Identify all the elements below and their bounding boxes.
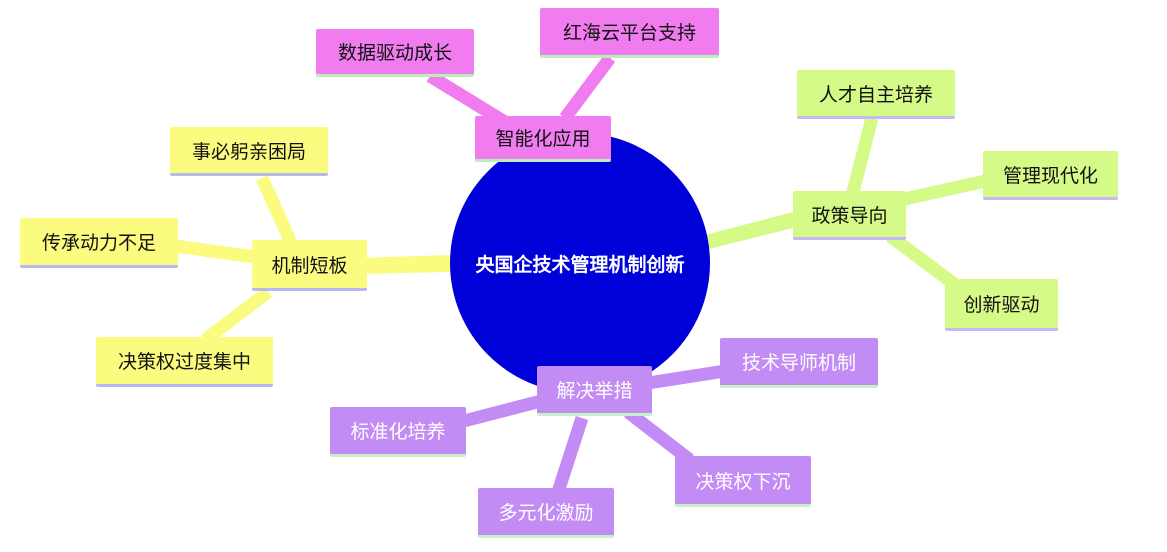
edge-smart-data-growth xyxy=(426,70,509,128)
edge-mechanism-inheritance xyxy=(174,239,263,265)
edge-mechanism-decision xyxy=(201,286,272,346)
edge-center-policy xyxy=(705,209,805,250)
branch-solution[interactable]: 解决举措 xyxy=(537,366,652,416)
branch-mechanism[interactable]: 机制短板 xyxy=(252,240,367,291)
edge-smart-cloud xyxy=(559,54,616,122)
node-talent-training[interactable]: 人才自主培养 xyxy=(797,70,955,119)
edge-solution-standard xyxy=(458,393,547,429)
node-decision-decentralize[interactable]: 决策权下沉 xyxy=(675,456,811,507)
node-cloud-support[interactable]: 红海云平台支持 xyxy=(540,8,719,58)
node-mentor-mechanism[interactable]: 技术导师机制 xyxy=(720,338,878,388)
edge-center-mechanism xyxy=(360,255,450,274)
node-overwork-dilemma[interactable]: 事必躬亲困局 xyxy=(170,127,328,176)
edge-policy-talent xyxy=(845,116,879,198)
edge-policy-modern xyxy=(898,173,992,207)
node-management-modern[interactable]: 管理现代化 xyxy=(983,151,1118,200)
node-standard-training[interactable]: 标准化培养 xyxy=(330,407,466,457)
branch-smart[interactable]: 智能化应用 xyxy=(475,116,611,162)
node-diverse-incentive[interactable]: 多元化激励 xyxy=(478,488,614,538)
edge-solution-incentive xyxy=(551,415,589,495)
branch-policy[interactable]: 政策导向 xyxy=(793,191,906,240)
edge-solution-decentralize xyxy=(624,406,694,466)
center-topic[interactable]: 央国企技术管理机制创新 xyxy=(450,133,710,393)
node-data-growth[interactable]: 数据驱动成长 xyxy=(316,29,474,77)
node-inheritance-lack[interactable]: 传承动力不足 xyxy=(20,218,178,268)
edge-solution-mentor xyxy=(646,364,727,390)
node-decision-centralized[interactable]: 决策权过度集中 xyxy=(96,337,273,387)
edge-mechanism-overwork xyxy=(256,175,298,248)
node-innovation-driven[interactable]: 创新驱动 xyxy=(945,279,1058,331)
